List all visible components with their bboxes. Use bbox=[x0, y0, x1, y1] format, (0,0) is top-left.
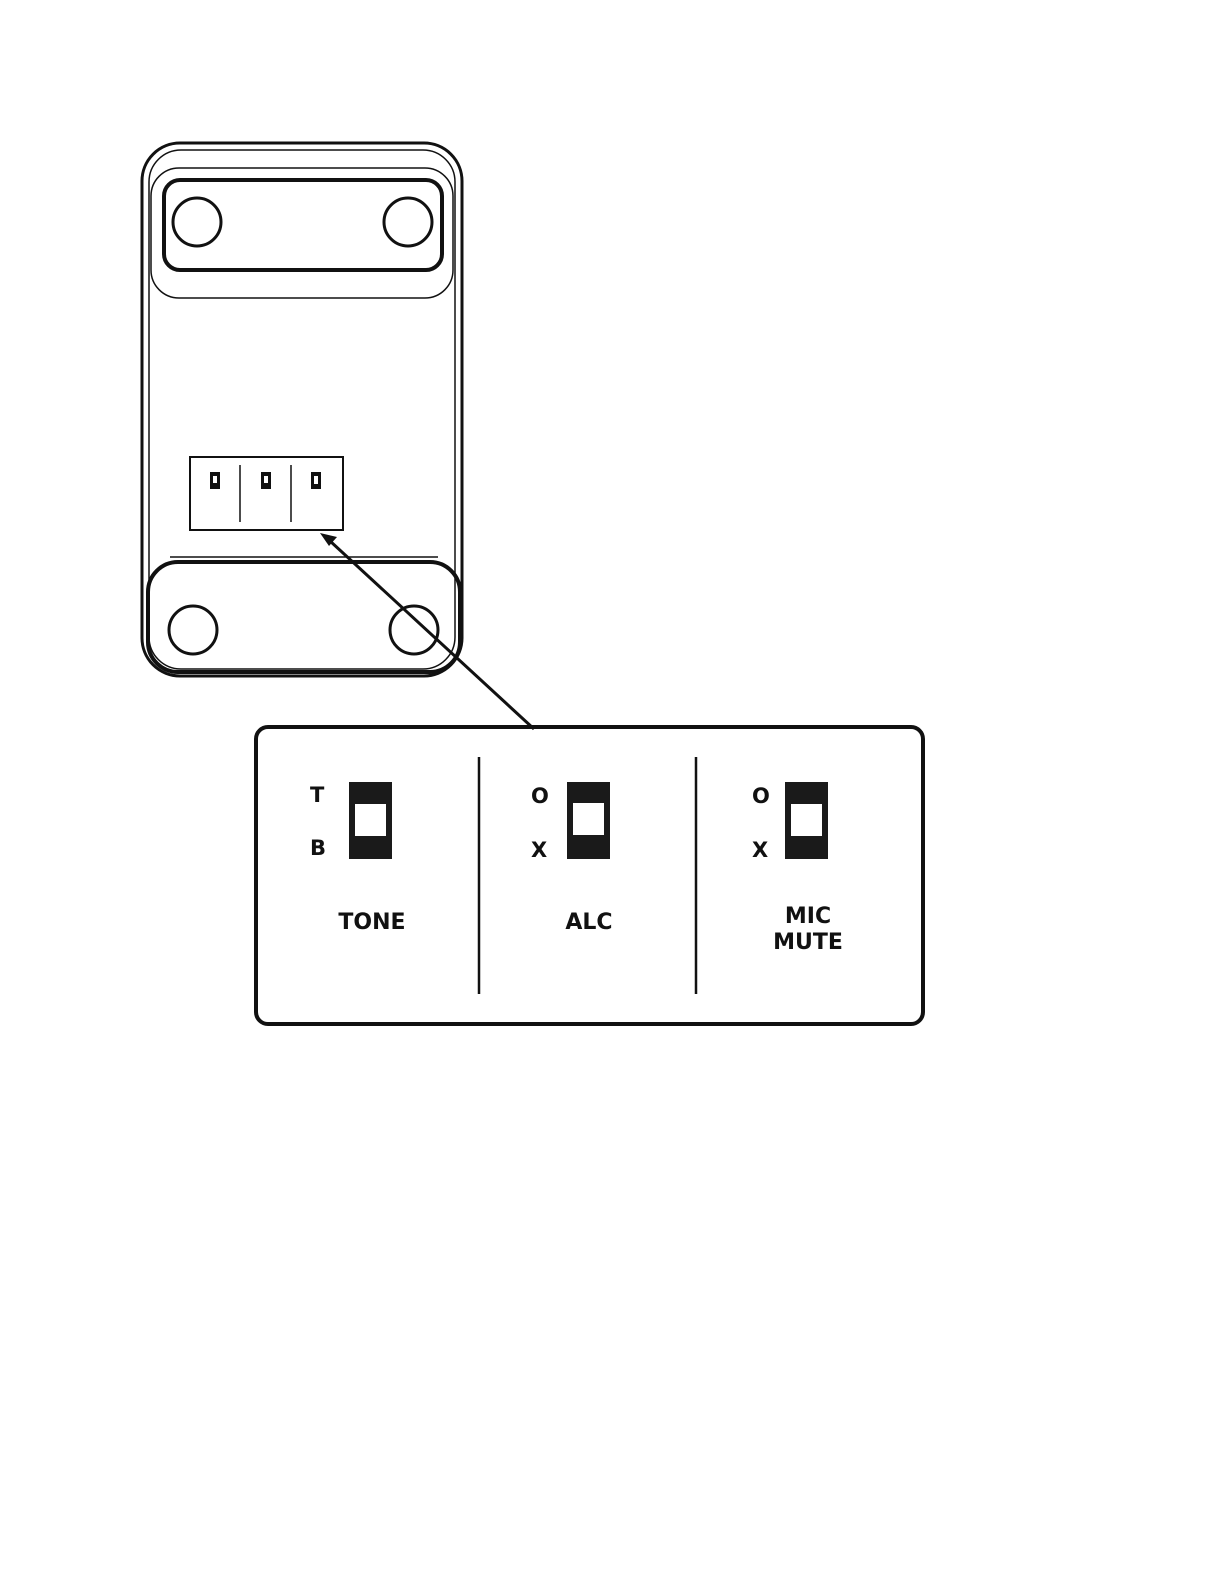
screw-hole-top-right bbox=[384, 198, 432, 246]
mic-mute-top-label: O bbox=[752, 784, 770, 808]
alc-switch-knob bbox=[573, 803, 604, 835]
tone-switch-group: T B TONE bbox=[310, 782, 406, 935]
alc-top-label: O bbox=[531, 784, 549, 808]
device-body bbox=[142, 143, 462, 676]
screw-hole-bottom-left bbox=[169, 606, 217, 654]
enlarged-switch-panel: T B TONE O X ALC O X MIC MUTE bbox=[256, 727, 923, 1024]
device-inner-outline bbox=[149, 150, 455, 669]
small-switch-tone-knob bbox=[213, 476, 217, 483]
tone-top-label: T bbox=[310, 783, 325, 807]
screw-hole-top-left bbox=[173, 198, 221, 246]
enlarged-panel-outline bbox=[256, 727, 923, 1024]
bottom-foot-pad bbox=[148, 557, 460, 672]
arrow-shaft bbox=[330, 541, 534, 729]
alc-bottom-label: X bbox=[531, 838, 547, 862]
mute-label: MUTE bbox=[773, 930, 843, 955]
alc-switch-group: O X ALC bbox=[531, 782, 613, 935]
screw-hole-bottom-right bbox=[390, 606, 438, 654]
top-pad-inner bbox=[164, 180, 442, 270]
mic-mute-switch-group: O X MIC MUTE bbox=[752, 782, 843, 955]
mic-mute-switch-knob bbox=[791, 804, 822, 836]
mic-mute-bottom-label: X bbox=[752, 838, 768, 862]
top-foot-pad bbox=[151, 168, 453, 298]
tone-switch-knob bbox=[355, 804, 386, 836]
small-switch-alc-knob bbox=[264, 476, 268, 483]
device-outline bbox=[142, 143, 462, 676]
top-pad-outer bbox=[151, 168, 453, 298]
tone-label: TONE bbox=[338, 910, 405, 935]
mic-label: MIC bbox=[785, 904, 831, 929]
tone-bottom-label: B bbox=[310, 836, 326, 860]
small-panel-outline bbox=[190, 457, 343, 530]
small-switch-mic-mute-knob bbox=[314, 476, 318, 484]
alc-label: ALC bbox=[565, 910, 612, 935]
device-switch-panel bbox=[190, 457, 343, 530]
